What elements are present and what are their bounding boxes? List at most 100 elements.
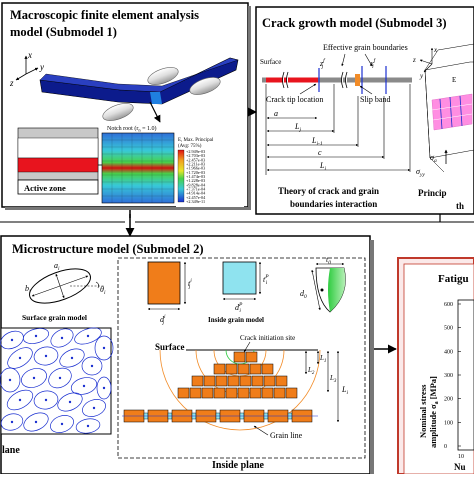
fatigue-y-ticks: 600 500 400 300 200 100 0	[444, 302, 461, 450]
active-zone-label-box	[17, 179, 99, 195]
symbol-L1: L1	[319, 354, 326, 364]
sigma-a-label: σa	[430, 153, 437, 164]
fem-legend-title: E, Max. Principal	[178, 138, 214, 143]
submodel1-shadow-bottom	[5, 207, 251, 210]
fem-beam	[39, 57, 239, 105]
fatigue-ylabel-line2: amplitude σa [MPa]	[428, 376, 440, 448]
inside-grain-stack	[122, 351, 318, 423]
symbol-L2: L2	[307, 366, 315, 376]
submodel3-panel: Crack growth model (Submodel 3) Surface …	[255, 6, 474, 215]
submodel1-axes	[15, 55, 39, 81]
symbol-theta: θi	[100, 285, 106, 296]
effective-gb-arrow2	[364, 53, 373, 67]
active-zone-white-band	[17, 137, 99, 159]
fem-legend-value: +1.228e-03	[186, 178, 205, 183]
notch-root-label: Notch root (rn = 1.0)	[107, 125, 156, 133]
grain-block	[251, 375, 264, 387]
grain-block	[191, 375, 204, 387]
slip-plane-mesh	[431, 93, 473, 131]
fem-legend-value: +9.828e-04	[186, 182, 206, 187]
fatigue-ylabel-line1: Nominal stress	[418, 384, 428, 438]
slip-band-arrow	[359, 85, 373, 95]
grain-block	[233, 351, 246, 363]
grain-block	[177, 387, 190, 399]
submodel1-axis-z: z	[9, 78, 14, 88]
active-zone-label: Active zone	[24, 183, 66, 193]
crack-tip-label: Crack tip location	[266, 95, 323, 104]
fem-legend-value: +1.720e-03	[186, 170, 205, 175]
symbol-c: c	[318, 148, 322, 157]
theory-line2: boundaries interaction	[290, 199, 377, 209]
fem-legend-value: +7.371e-04	[186, 187, 206, 192]
grain-block	[239, 375, 252, 387]
fem-legend-value: +2.457e-04	[186, 195, 206, 200]
principal-cube	[424, 43, 474, 173]
grain-block	[189, 387, 202, 399]
grain-block	[203, 375, 216, 387]
fatigue-y-tick-label: 200	[444, 397, 453, 403]
grain-block	[237, 363, 250, 375]
slip-band-label: Slip band	[360, 95, 390, 104]
surface-grain-ellipse	[29, 268, 104, 304]
fem-legend-value: +2.211e-03	[186, 162, 205, 167]
active-zone-red-band	[17, 157, 99, 173]
crack-break-mark	[282, 71, 289, 89]
grain-line-label: Grain line	[270, 431, 303, 440]
L-dimensions	[304, 350, 340, 423]
slip-band-marker	[355, 74, 360, 86]
submodel1-panel: Macroscopic finite element analysis mode…	[1, 2, 251, 210]
fatigue-y-tick-label: 500	[444, 326, 453, 332]
fem-legend-subtitle: (Avg: 75%)	[178, 144, 202, 149]
submodel1-shadow-right	[248, 6, 251, 208]
symbol-Lj: Lj	[294, 122, 301, 133]
fatigue-y-tick-label: 300	[444, 373, 453, 379]
grain-block	[245, 351, 258, 363]
submodel3-e-label: E	[452, 76, 456, 84]
theory-line1: Theory of crack and grain	[278, 186, 379, 196]
sigma-yy-label: σyy	[416, 167, 425, 178]
grain-line-arrow	[253, 425, 269, 436]
grain-block	[225, 387, 238, 399]
crack-tip-arrow	[299, 83, 317, 95]
fatigue-y-tick-label: 400	[444, 349, 453, 355]
inside-grain-model-label: Inside grain model	[208, 316, 264, 324]
effective-gb-arrow1	[341, 53, 346, 67]
submodel3-axes	[419, 47, 434, 73]
symbol-L3: L3	[329, 374, 337, 384]
fem-legend-values: +2.949e-03+2.703e-03+2.457e-03+2.211e-03…	[186, 149, 206, 204]
zoom-arrow-beam	[149, 101, 161, 123]
crack-front-shape	[311, 262, 346, 313]
cyan-grain-block	[222, 261, 257, 295]
fem-legend-value: +2.457e-03	[186, 157, 205, 162]
grain-block	[215, 375, 228, 387]
fem-legend-value: +2.949e-03	[186, 149, 205, 154]
grain-block	[261, 387, 274, 399]
grain-block	[249, 363, 262, 375]
loading-roller-top	[147, 67, 179, 85]
surface-grain-map	[0, 327, 114, 435]
grain-block	[249, 387, 262, 399]
symbol-d0: d0	[300, 289, 307, 300]
fatigue-y-tick-label: 600	[444, 302, 453, 308]
grain-block	[227, 375, 240, 387]
grain-block	[201, 387, 214, 399]
support-roller-right	[189, 77, 221, 95]
grain-block	[225, 363, 238, 375]
inside-surface-label: Surface	[155, 342, 185, 352]
submodel1-title-line2: model (Submodel 1)	[10, 25, 117, 39]
fatigue-title: Fatigu	[438, 273, 469, 285]
grain-block	[263, 375, 276, 387]
principal-line1: Princip	[418, 188, 447, 198]
inside-plane-label: Inside plane	[212, 460, 265, 471]
symbol-t0: t0	[326, 255, 331, 266]
fatigue-y-tick-label: 0	[444, 444, 447, 450]
principal-line2: th	[456, 201, 464, 211]
effective-gb-label: Effective grain boundaries	[323, 43, 408, 52]
fatigue-y-tick-label: 100	[444, 420, 453, 426]
